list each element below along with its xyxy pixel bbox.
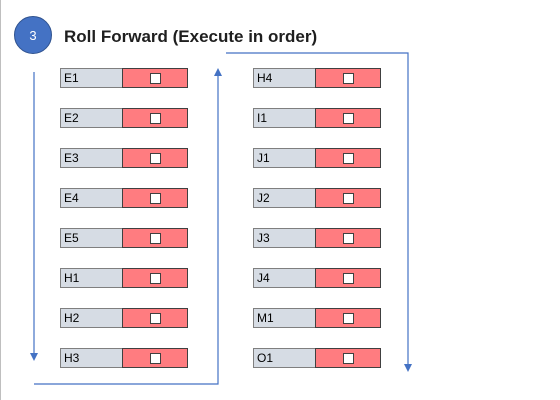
task-checkbox[interactable] xyxy=(149,352,161,364)
page-title: Roll Forward (Execute in order) xyxy=(64,27,318,46)
task-row-h3: H3 xyxy=(60,348,188,368)
task-checkbox[interactable] xyxy=(342,232,354,244)
task-status-cell xyxy=(315,308,381,328)
task-checkbox[interactable] xyxy=(149,112,161,124)
task-checkbox[interactable] xyxy=(342,72,354,84)
task-row-e5: E5 xyxy=(60,228,188,248)
task-status-cell xyxy=(315,68,381,88)
task-label: E2 xyxy=(60,108,122,128)
task-label: E5 xyxy=(60,228,122,248)
task-status-cell xyxy=(122,188,188,208)
task-checkbox[interactable] xyxy=(342,152,354,164)
task-checkbox[interactable] xyxy=(149,312,161,324)
task-row-e1: E1 xyxy=(60,68,188,88)
task-checkbox[interactable] xyxy=(342,192,354,204)
task-checkbox[interactable] xyxy=(149,192,161,204)
task-checkbox[interactable] xyxy=(149,272,161,284)
task-checkbox[interactable] xyxy=(342,272,354,284)
task-status-cell xyxy=(122,348,188,368)
flow-arrow-middle-up xyxy=(34,68,222,385)
task-label: J1 xyxy=(253,148,315,168)
task-checkbox[interactable] xyxy=(342,112,354,124)
task-row-j4: J4 xyxy=(253,268,381,288)
task-status-cell xyxy=(315,148,381,168)
task-label: J2 xyxy=(253,188,315,208)
task-label: J4 xyxy=(253,268,315,288)
task-label: H2 xyxy=(60,308,122,328)
task-label: J3 xyxy=(253,228,315,248)
task-status-cell xyxy=(122,108,188,128)
step-number: 3 xyxy=(29,27,37,43)
task-row-j2: J2 xyxy=(253,188,381,208)
task-row-o1: O1 xyxy=(253,348,381,368)
task-label: E3 xyxy=(60,148,122,168)
task-row-j1: J1 xyxy=(253,148,381,168)
task-checkbox[interactable] xyxy=(149,72,161,84)
task-status-cell xyxy=(122,308,188,328)
flow-arrow-right-down xyxy=(226,52,412,372)
task-row-m1: M1 xyxy=(253,308,381,328)
task-row-e3: E3 xyxy=(60,148,188,168)
task-row-e4: E4 xyxy=(60,188,188,208)
task-row-h2: H2 xyxy=(60,308,188,328)
task-row-i1: I1 xyxy=(253,108,381,128)
task-status-cell xyxy=(315,268,381,288)
task-status-cell xyxy=(122,148,188,168)
task-row-j3: J3 xyxy=(253,228,381,248)
task-checkbox[interactable] xyxy=(342,352,354,364)
task-status-cell xyxy=(122,228,188,248)
task-row-e2: E2 xyxy=(60,108,188,128)
task-label: E1 xyxy=(60,68,122,88)
task-label: H4 xyxy=(253,68,315,88)
task-checkbox[interactable] xyxy=(149,232,161,244)
task-status-cell xyxy=(315,188,381,208)
task-row-h4: H4 xyxy=(253,68,381,88)
task-label: E4 xyxy=(60,188,122,208)
task-status-cell xyxy=(315,108,381,128)
task-status-cell xyxy=(315,228,381,248)
task-label: H3 xyxy=(60,348,122,368)
task-label: I1 xyxy=(253,108,315,128)
task-status-cell xyxy=(122,268,188,288)
task-label: O1 xyxy=(253,348,315,368)
task-label: M1 xyxy=(253,308,315,328)
task-row-h1: H1 xyxy=(60,268,188,288)
step-number-badge: 3 xyxy=(14,16,52,54)
task-status-cell xyxy=(122,68,188,88)
task-status-cell xyxy=(315,348,381,368)
task-checkbox[interactable] xyxy=(342,312,354,324)
task-label: H1 xyxy=(60,268,122,288)
slide-left-border xyxy=(0,0,1,400)
task-checkbox[interactable] xyxy=(149,152,161,164)
